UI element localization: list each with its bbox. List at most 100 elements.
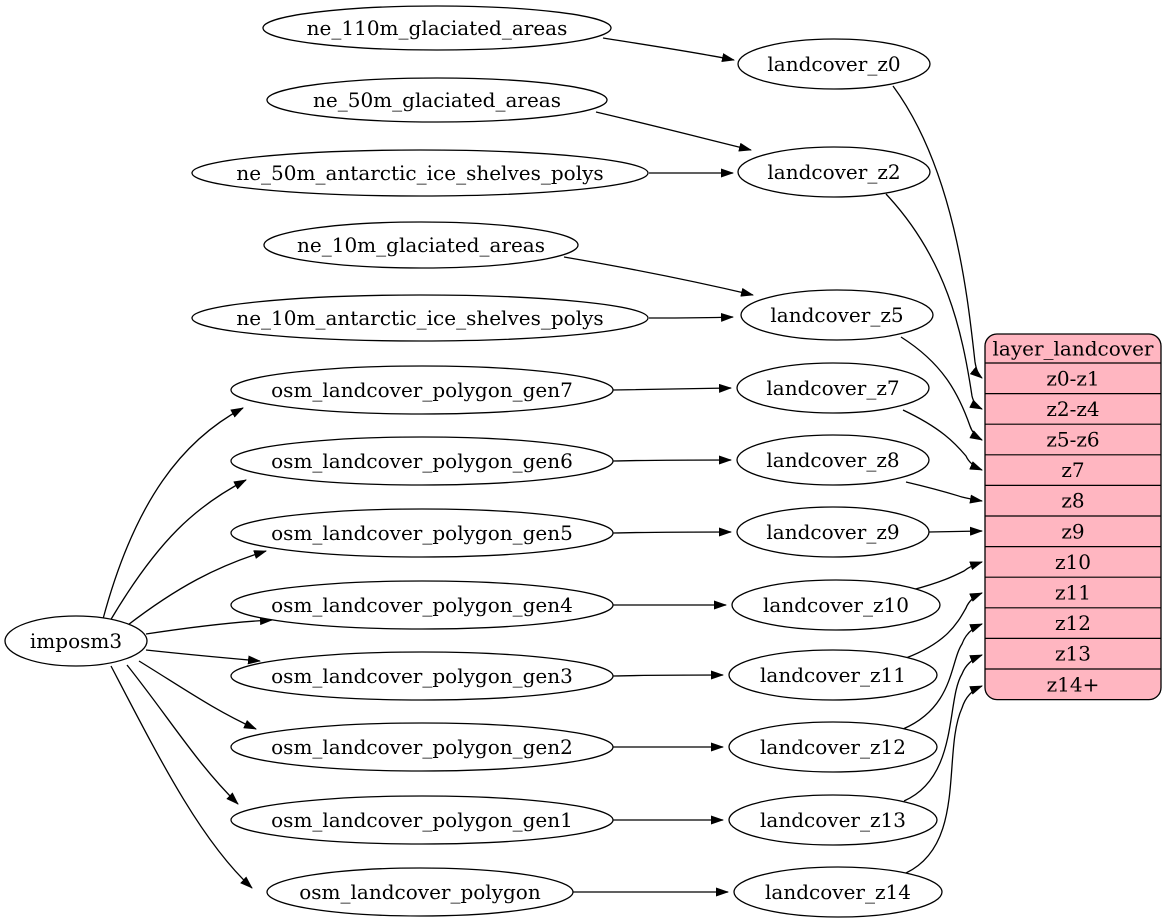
record-row-z14plus: z14+ <box>1047 672 1100 696</box>
record-title: layer_landcover <box>993 337 1154 361</box>
node-label: osm_landcover_polygon_gen4 <box>271 593 573 617</box>
node-label: landcover_z12 <box>760 735 906 759</box>
node-label: ne_10m_antarctic_ice_shelves_polys <box>236 306 603 330</box>
node-ne_110m_glaciated_areas: ne_110m_glaciated_areas <box>262 5 612 51</box>
node-landcover_z14: landcover_z14 <box>733 866 943 918</box>
node-landcover_z10: landcover_z10 <box>731 579 941 631</box>
node-landcover_z2: landcover_z2 <box>737 146 931 198</box>
node-osm_landcover_polygon_gen2: osm_landcover_polygon_gen2 <box>230 722 614 772</box>
node-ellipse-shape <box>230 365 614 415</box>
node-ellipse-shape <box>733 866 943 918</box>
node-label: ne_50m_glaciated_areas <box>313 88 561 112</box>
node-label: imposm3 <box>30 629 122 653</box>
node-ellipse-shape <box>731 579 941 631</box>
node-ellipse-shape <box>728 649 938 701</box>
node-label: landcover_z9 <box>766 520 899 544</box>
node-label: ne_10m_glaciated_areas <box>297 233 545 257</box>
edge-imposm3-to-osm_landcover_polygon <box>110 665 253 889</box>
node-ellipse-shape <box>736 434 930 486</box>
node-ne_50m_antarctic_ice_shelves_polys: ne_50m_antarctic_ice_shelves_polys <box>191 149 649 197</box>
node-ellipse-shape <box>728 721 938 773</box>
node-osm_landcover_polygon_gen1: osm_landcover_polygon_gen1 <box>230 795 614 845</box>
node-ellipse-shape <box>191 149 649 197</box>
node-ellipse-shape <box>230 722 614 772</box>
node-label: ne_50m_antarctic_ice_shelves_polys <box>236 161 603 185</box>
edge-landcover_z11-to-layer_landcoverz11 <box>905 592 983 659</box>
edge-imposm3-to-osm_landcover_polygon_gen2 <box>138 660 257 730</box>
record-row-z2-z4: z2-z4 <box>1046 397 1099 421</box>
node-landcover_z11: landcover_z11 <box>728 649 938 701</box>
node-ellipse-shape <box>262 5 612 51</box>
node-label: landcover_z10 <box>763 593 909 617</box>
node-landcover_z9: landcover_z9 <box>736 506 930 558</box>
node-label: landcover_z0 <box>767 52 900 76</box>
edge-ne_50m_glaciated_areas-to-landcover_z2 <box>595 111 752 152</box>
edge-ne_10m_antarctic_ice_shelves_polys-to-landcover_z5 <box>648 312 734 322</box>
node-ne_50m_glaciated_areas: ne_50m_glaciated_areas <box>266 77 608 123</box>
edge-landcover_z5-to-layer_landcoverz5-z6 <box>900 336 983 441</box>
node-ellipse-shape <box>266 867 574 917</box>
record-row-z9: z9 <box>1061 519 1084 543</box>
edge-landcover_z8-to-layer_landcoverz8 <box>905 481 983 504</box>
node-landcover_z7: landcover_z7 <box>736 362 930 414</box>
node-label: landcover_z5 <box>770 303 903 327</box>
record-row-z0-z1: z0-z1 <box>1046 366 1099 390</box>
record-row-z11: z11 <box>1055 581 1091 605</box>
node-label: osm_landcover_polygon_gen6 <box>271 449 573 473</box>
node-ellipse-shape <box>230 795 614 845</box>
record-row-z10: z10 <box>1055 550 1091 574</box>
node-label: ne_110m_glaciated_areas <box>307 16 568 40</box>
edge-landcover_z13-to-layer_landcoverz13 <box>903 654 983 802</box>
node-ne_10m_glaciated_areas: ne_10m_glaciated_areas <box>263 221 579 269</box>
node-label: osm_landcover_polygon <box>299 880 541 904</box>
record-row-z5-z6: z5-z6 <box>1046 428 1099 452</box>
node-osm_landcover_polygon: osm_landcover_polygon <box>266 867 574 917</box>
node-label: landcover_z14 <box>765 880 911 904</box>
edge-landcover_z0-to-layer_landcoverz0-z1 <box>892 85 983 379</box>
node-ellipse-shape <box>230 508 614 558</box>
node-landcover_z13: landcover_z13 <box>728 794 938 846</box>
node-osm_landcover_polygon_gen6: osm_landcover_polygon_gen6 <box>230 436 614 486</box>
node-ellipse-shape <box>740 289 934 341</box>
node-landcover_z8: landcover_z8 <box>736 434 930 486</box>
record-row-z7: z7 <box>1061 458 1084 482</box>
edge-ne_10m_glaciated_areas-to-landcover_z5 <box>563 256 754 297</box>
node-ellipse-shape <box>737 38 931 90</box>
node-label: landcover_z2 <box>767 160 900 184</box>
node-label: osm_landcover_polygon_gen3 <box>271 664 573 688</box>
edge-imposm3-to-osm_landcover_polygon_gen4 <box>145 616 273 635</box>
node-label: landcover_z11 <box>760 663 906 687</box>
node-label: osm_landcover_polygon_gen7 <box>271 378 573 402</box>
node-ellipse-shape <box>728 794 938 846</box>
edges-layer <box>102 37 983 897</box>
nodes-layer: ne_110m_glaciated_areas ne_50m_glaciated_… <box>4 5 943 918</box>
edge-osm_landcover_polygon_gen7-to-landcover_z7 <box>612 383 732 393</box>
node-label: landcover_z7 <box>766 376 899 400</box>
node-label: landcover_z13 <box>760 808 906 832</box>
edge-osm_landcover_polygon_gen5-to-landcover_z9 <box>612 527 732 537</box>
node-landcover_z0: landcover_z0 <box>737 38 931 90</box>
record-row-z13: z13 <box>1055 642 1091 666</box>
node-ellipse-shape <box>737 146 931 198</box>
node-ellipse-shape <box>736 506 930 558</box>
node-ne_10m_antarctic_ice_shelves_polys: ne_10m_antarctic_ice_shelves_polys <box>191 294 649 342</box>
edge-landcover_z9-to-layer_landcoverz9 <box>928 526 983 536</box>
edge-osm_landcover_polygon_gen3-to-landcover_z11 <box>612 670 724 680</box>
node-ellipse-shape <box>230 580 614 630</box>
edge-imposm3-to-osm_landcover_polygon_gen7 <box>102 407 244 620</box>
node-label: landcover_z8 <box>766 448 899 472</box>
edge-imposm3-to-osm_landcover_polygon_gen3 <box>145 649 261 665</box>
edge-landcover_z10-to-layer_landcoverz10 <box>911 561 983 591</box>
node-ellipse-shape <box>263 221 579 269</box>
node-osm_landcover_polygon_gen4: osm_landcover_polygon_gen4 <box>230 580 614 630</box>
edge-imposm3-to-osm_landcover_polygon_gen5 <box>123 550 267 629</box>
node-ellipse-shape <box>4 615 148 667</box>
node-ellipse-shape <box>230 651 614 701</box>
edge-landcover_z7-to-layer_landcoverz7 <box>902 409 983 471</box>
edge-landcover_z2-to-layer_landcoverz2-z4 <box>885 193 983 410</box>
node-osm_landcover_polygon_gen3: osm_landcover_polygon_gen3 <box>230 651 614 701</box>
node-landcover_z12: landcover_z12 <box>728 721 938 773</box>
edge-landcover_z14-to-layer_landcoverz14 <box>905 685 983 874</box>
node-ellipse-shape <box>230 436 614 486</box>
